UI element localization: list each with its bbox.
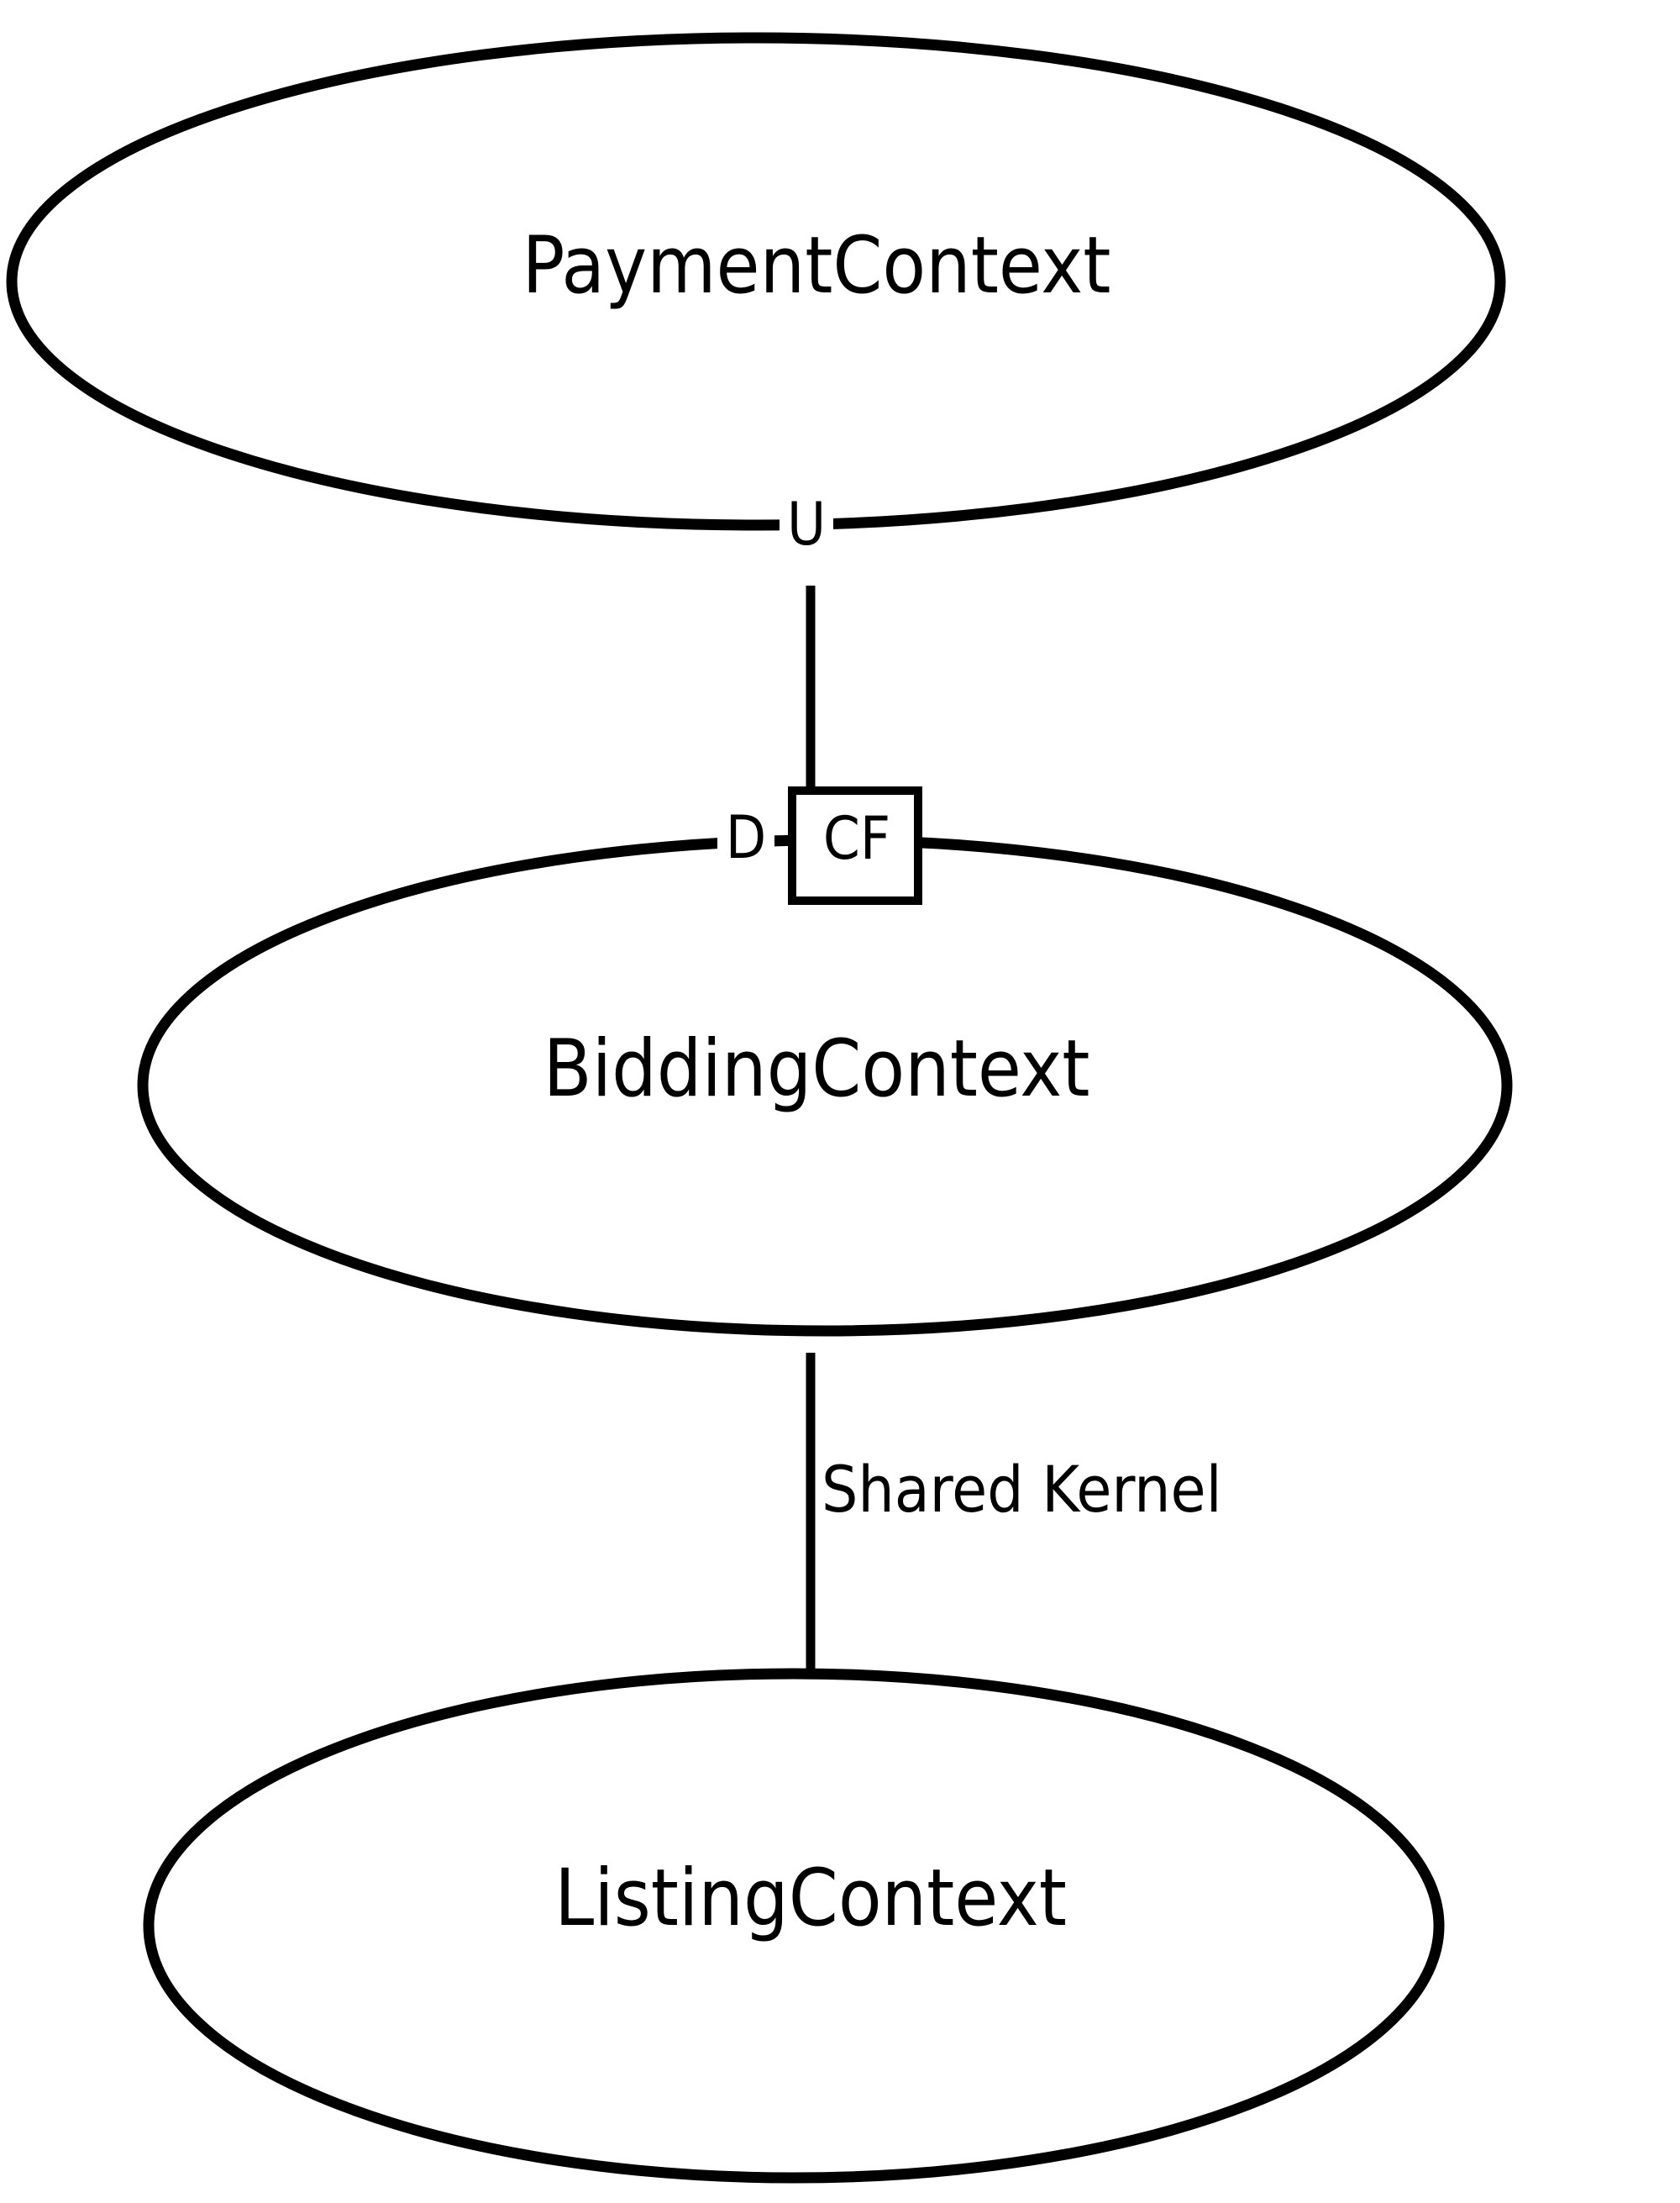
shared-kernel-label: Shared Kernel: [822, 1452, 1222, 1527]
upstream-role-label: U: [787, 490, 826, 559]
upstream-label-knockout: [780, 491, 833, 568]
node-bidding-context-label: BiddingContext: [543, 1023, 1090, 1115]
node-listing-context-label: ListingContext: [554, 1853, 1067, 1944]
downstream-label-knockout: [717, 804, 774, 881]
relationship-pattern-label: CF: [823, 804, 890, 873]
downstream-role-label: D: [726, 803, 767, 872]
node-payment-context-ellipse[interactable]: [6, 32, 1506, 531]
relationship-pattern-box[interactable]: [788, 786, 922, 905]
node-payment-context-label: PaymentContext: [522, 220, 1111, 312]
kernel-label-knockout: [818, 1454, 1213, 1534]
node-listing-context-ellipse[interactable]: [143, 1668, 1445, 2184]
